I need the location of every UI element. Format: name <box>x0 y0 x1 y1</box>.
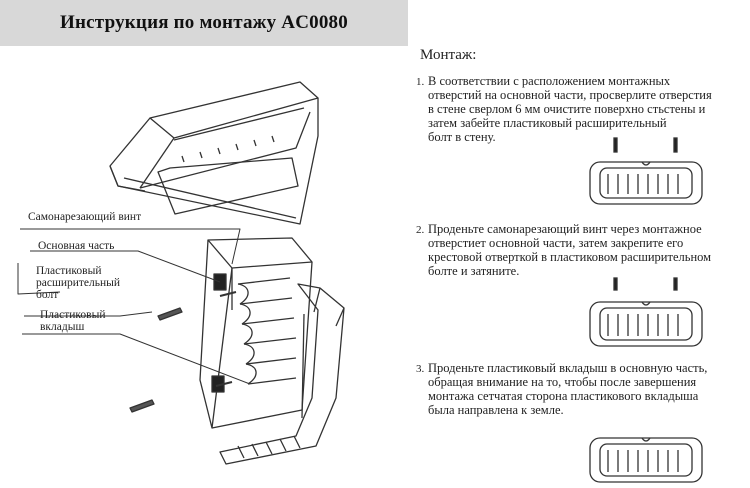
step-3-line-1: Проденьте пластиковый вкладыш в основную… <box>428 361 708 375</box>
step-2-line-3: крестовой отверткой в пластиковом расшир… <box>428 250 712 264</box>
step-2-diagram <box>589 277 703 347</box>
label-anchor-line3: болт <box>36 289 59 301</box>
title-bar: Инструкция по монтажу AC0080 <box>0 0 408 46</box>
anchor-bolts-drawing <box>129 291 237 413</box>
leader-lines <box>17 228 251 385</box>
step-2-line-4: болте и затяните. <box>428 264 520 278</box>
label-main-part: Основная часть <box>38 240 115 252</box>
label-anchor-line1: Пластиковый <box>36 265 102 277</box>
assembled-shelf-drawing <box>109 81 319 225</box>
step-1-diagram <box>589 137 703 205</box>
label-insert-line1: Пластиковый <box>40 309 106 321</box>
step-2-line-2: отверстиет основной части, затем закрепи… <box>428 236 684 250</box>
label-anchor-line2: расширительный <box>36 277 121 289</box>
step-1-line-1: В соответствии с расположением монтажных <box>428 74 671 88</box>
step-1-line-5: болт в стену. <box>428 130 496 144</box>
step-3-diagram <box>589 437 703 483</box>
page-title: Инструкция по монтажу AC0080 <box>60 12 348 33</box>
instructions-heading: Монтаж: <box>420 47 477 63</box>
step-2-line-1: Проденьте самонарезающий винт через монт… <box>428 222 702 236</box>
step-1-line-4: затем забейте пластиковый расширительный <box>428 116 667 130</box>
step-1: 1. В соответствии с расположением монтаж… <box>416 74 746 144</box>
step-3: 3. Проденьте пластиковый вкладыш в основ… <box>416 361 746 417</box>
step-1-line-3: в стене сверлом 6 мм очистите поверхно с… <box>428 102 706 116</box>
step-2: 2. Проденьте самонарезающий винт через м… <box>416 222 746 278</box>
step-1-line-2: отверстий на основной части, просверлите… <box>428 88 712 102</box>
step-1-number: 1. <box>416 76 425 88</box>
step-3-line-3: монтажа сетчатая сторона пластикового вк… <box>428 389 699 403</box>
label-insert-line2: вкладыш <box>40 321 85 333</box>
step-2-number: 2. <box>416 224 425 236</box>
step-3-line-4: была направлена к земле. <box>428 403 564 417</box>
plastic-insert-drawing <box>219 283 345 465</box>
product-illustration <box>17 81 345 465</box>
main-part-drawing <box>199 237 313 429</box>
label-screw: Самонарезающий винт <box>28 211 142 223</box>
step-3-number: 3. <box>416 363 425 375</box>
step-3-line-2: обращая внимание на то, чтобы после заве… <box>428 375 697 389</box>
